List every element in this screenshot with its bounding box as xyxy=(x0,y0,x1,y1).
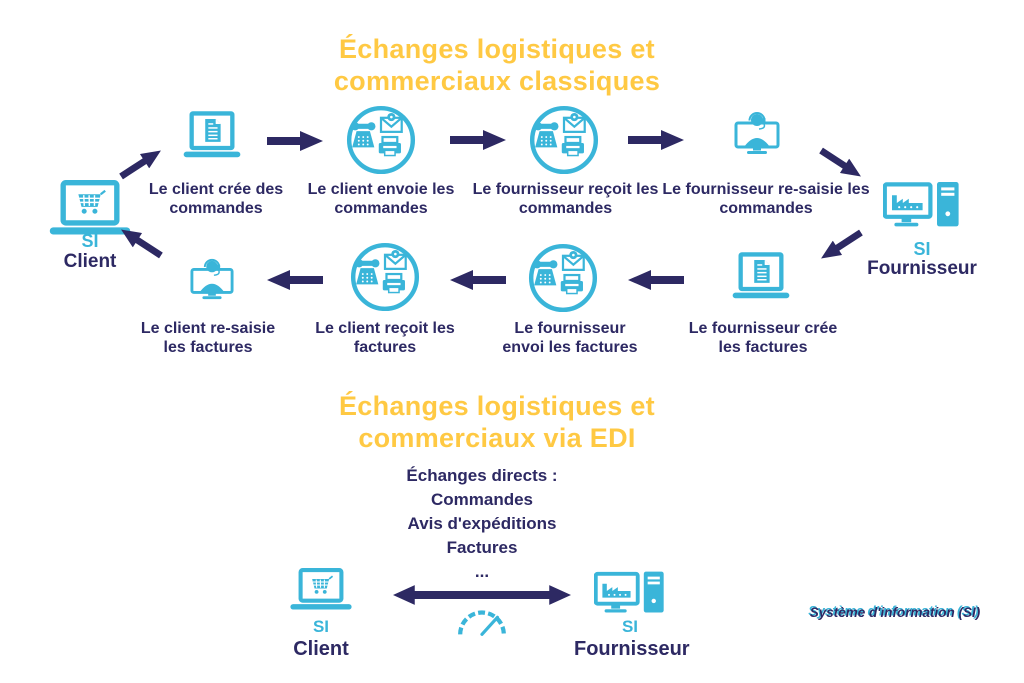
title-line-2: commerciaux classiques xyxy=(333,66,661,96)
flow-arrow-icon xyxy=(627,130,685,150)
step-label-create-orders: Le client crée des commandes xyxy=(148,181,284,217)
step-label-receive-invoices: Le client reçoit les factures xyxy=(315,320,455,356)
flow-arrow-icon xyxy=(266,270,324,290)
section-title-edi: Échanges logistiques et commerciaux via … xyxy=(252,390,742,454)
si-client-name: Client xyxy=(63,251,117,272)
edi-detail-line: Commandes xyxy=(430,490,534,509)
phone-mail-fax-circle-icon xyxy=(526,241,600,315)
step-label-send-orders: Le client envoie les commandes xyxy=(307,181,455,217)
step-label-receive-orders: Le fournisseur reçoit les commandes xyxy=(472,181,659,217)
si-fournisseur-name: Fournisseur xyxy=(867,258,977,279)
si-client-abbr: SI xyxy=(312,617,330,636)
flow-arrow-icon xyxy=(449,270,507,290)
title-line-2: commerciaux via EDI xyxy=(358,423,636,453)
step-label-send-invoices: Le fournisseur envoi les factures xyxy=(502,320,638,356)
si-fournisseur-abbr: SI xyxy=(621,617,639,636)
step-label-rekey-invoices: Le client re-saisie les factures xyxy=(140,320,276,356)
si-client-abbr: SI xyxy=(81,231,99,251)
title-line-1: Échanges logistiques et xyxy=(339,34,655,64)
edi-details-list: Échanges directs : Commandes Avis d'expé… xyxy=(372,464,592,584)
flow-arrow-icon xyxy=(627,270,685,290)
edi-detail-line: ... xyxy=(474,562,490,581)
edi-detail-line: Échanges directs : xyxy=(406,466,558,485)
edi-detail-line: Avis d'expéditions xyxy=(407,514,557,533)
bidirectional-arrow-icon xyxy=(393,584,571,606)
laptop-document-icon xyxy=(181,111,243,164)
speedometer-icon xyxy=(455,604,509,637)
si-fournisseur-name: Fournisseur xyxy=(574,638,690,660)
phone-mail-fax-circle-icon xyxy=(348,240,422,314)
operator-computer-icon xyxy=(188,257,236,301)
desktop-computer-tower-icon xyxy=(594,570,666,623)
flow-arrow-icon xyxy=(266,131,324,151)
flow-arrow-icon xyxy=(449,130,507,150)
laptop-document-icon xyxy=(730,252,792,305)
phone-mail-fax-circle-icon xyxy=(527,103,601,177)
si-fournisseur-abbr: SI xyxy=(913,239,931,259)
flow-arrow-icon xyxy=(816,143,866,183)
phone-mail-fax-circle-icon xyxy=(344,103,418,177)
desktop-computer-tower-icon xyxy=(883,180,961,238)
section-title-classic: Échanges logistiques et commerciaux clas… xyxy=(252,33,742,97)
operator-computer-icon xyxy=(732,110,782,156)
title-line-1: Échanges logistiques et xyxy=(339,391,655,421)
laptop-shopping-icon xyxy=(287,568,355,613)
step-label-create-invoices: Le fournisseur crée les factures xyxy=(688,320,838,356)
flow-arrow-icon xyxy=(116,143,166,183)
si-client-name: Client xyxy=(293,638,349,660)
edi-detail-line: Factures xyxy=(446,538,518,557)
step-label-rekey-orders: Le fournisseur re-saisie les commandes xyxy=(662,181,870,217)
footnote-si-definition: Système d'information (SI) xyxy=(809,605,981,620)
